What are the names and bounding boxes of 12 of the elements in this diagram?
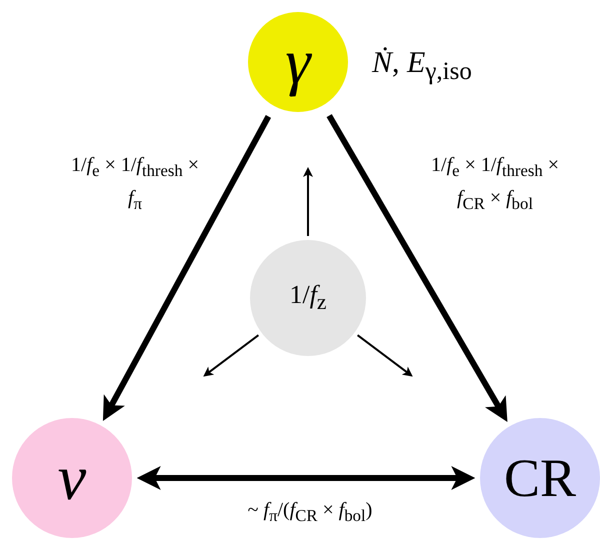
edge-label: 1/f$_{e}$ × 1/f$_{thresh}$ × f$_{CR}$ × f$_{bol}$	[430, 153, 560, 215]
edge-label: 1/f$_{e}$ × 1/f$_{thresh}$ × f$_{π}$	[70, 153, 200, 215]
node-label: ν	[58, 446, 86, 510]
node-label: CR	[504, 451, 576, 505]
arrow	[303, 167, 313, 236]
edge-label: ~ f$_{π}$/(f$_{CR}$ × f$_{bol}$)	[246, 498, 374, 527]
node-annotation: Ṅ, E$_{γ,iso}$	[372, 48, 472, 84]
arrow	[136, 466, 476, 490]
node-label: 1/f$_{z}$	[289, 282, 327, 314]
arrow	[326, 114, 508, 422]
arrow	[102, 115, 272, 422]
arrow	[357, 334, 413, 377]
